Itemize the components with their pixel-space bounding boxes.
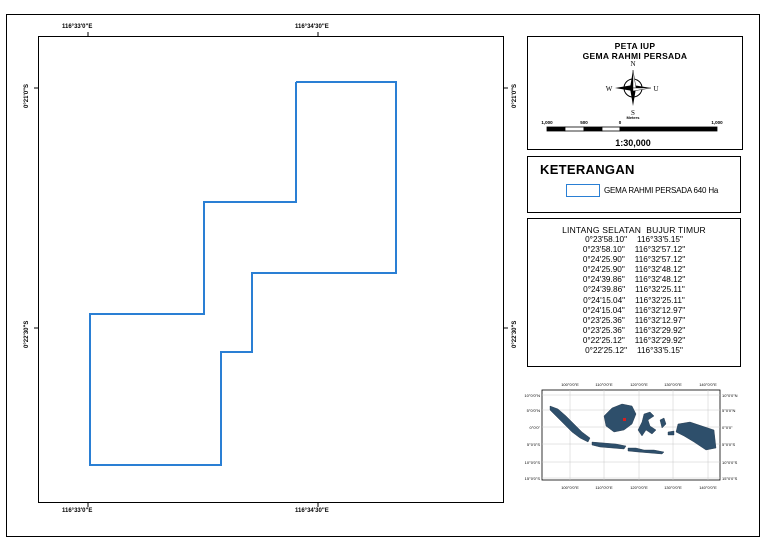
scale-tick-1: 1,000 bbox=[541, 120, 553, 125]
svg-text:120°0'0"E: 120°0'0"E bbox=[630, 485, 648, 490]
compass-n: N bbox=[630, 60, 635, 68]
coord-row: 0°24'15.04"116°32'25.11" bbox=[583, 295, 685, 305]
legend-panel: KETERANGAN GEMA RAHMI PERSADA 640 Ha bbox=[527, 156, 741, 213]
svg-text:0°0'0": 0°0'0" bbox=[530, 425, 541, 430]
svg-text:100°0'0"E: 100°0'0"E bbox=[561, 382, 579, 387]
svg-text:5°0'0"N: 5°0'0"N bbox=[527, 408, 540, 413]
scale-tick-2: 500 bbox=[580, 120, 588, 125]
location-marker-icon bbox=[623, 418, 626, 421]
coord-row: 0°23'58.10"116°32'57.12" bbox=[582, 245, 686, 255]
scale-tick-3: 0 bbox=[619, 120, 622, 125]
svg-text:110°0'0"E: 110°0'0"E bbox=[595, 485, 613, 490]
bottom-tick-label-2: 116°34'30"E bbox=[295, 508, 329, 514]
svg-text:0°0'0": 0°0'0" bbox=[722, 425, 733, 430]
compass-rose-icon bbox=[615, 69, 652, 106]
svg-text:10°0'0"S: 10°0'0"S bbox=[525, 460, 541, 465]
map-layout-frame bbox=[6, 14, 760, 537]
coord-row: 0°22'25.12"116°32'29.92" bbox=[582, 335, 686, 345]
svg-text:140°0'0"E: 140°0'0"E bbox=[699, 382, 717, 387]
iup-boundary-polygon bbox=[89, 81, 397, 466]
inset-map-svg: 100°0'0"E 110°0'0"E 120°0'0"E 130°0'0"E … bbox=[524, 382, 738, 490]
coordinates-list: 0°23'58.10"116°33'5.15" 0°23'58.10"116°3… bbox=[528, 235, 740, 356]
coord-row: 0°24'39.86"116°32'48.12" bbox=[582, 275, 686, 285]
indonesia-land bbox=[549, 403, 717, 455]
legend-boundary-swatch bbox=[566, 184, 600, 197]
svg-text:130°0'0"E: 130°0'0"E bbox=[664, 382, 682, 387]
compass-s: S bbox=[631, 109, 635, 117]
svg-text:100°0'0"E: 100°0'0"E bbox=[561, 485, 579, 490]
coord-row: 0°24'39.86"116°32'25.11" bbox=[583, 285, 685, 295]
coord-row: 0°23'58.10"116°33'5.15" bbox=[585, 235, 683, 244]
coord-row: 0°24'25.90"116°32'48.12" bbox=[582, 265, 686, 275]
svg-text:140°0'0"E: 140°0'0"E bbox=[699, 485, 717, 490]
coord-row: 0°23'25.36"116°32'12.97" bbox=[582, 315, 686, 325]
svg-text:10°0'0"N: 10°0'0"N bbox=[524, 393, 540, 398]
scale-tick-4: 1,000 bbox=[711, 120, 723, 125]
svg-text:120°0'0"E: 120°0'0"E bbox=[630, 382, 648, 387]
legend-title: KETERANGAN bbox=[540, 162, 635, 177]
svg-text:10°0'0"N: 10°0'0"N bbox=[722, 393, 738, 398]
scale-unit: Meters bbox=[627, 115, 641, 120]
top-tick-label-2: 116°34'30"E bbox=[295, 24, 329, 30]
svg-text:15°0'0"S: 15°0'0"S bbox=[722, 476, 738, 481]
svg-text:10°0'0"S: 10°0'0"S bbox=[722, 460, 738, 465]
compass-scale-svg: N S W U Meters 1,000 500 0 1,000 1:30,00… bbox=[541, 60, 723, 148]
top-tick-label-1: 116°33'0"E bbox=[62, 24, 93, 30]
scale-bar bbox=[546, 126, 718, 132]
svg-text:5°0'0"S: 5°0'0"S bbox=[722, 442, 735, 447]
svg-text:130°0'0"E: 130°0'0"E bbox=[664, 485, 682, 490]
coord-row: 0°24'15.04"116°32'12.97" bbox=[582, 305, 686, 315]
main-map-frame[interactable] bbox=[38, 36, 504, 503]
map-title-line1: PETA IUP bbox=[614, 41, 656, 51]
coord-row: 0°24'25.90"116°32'57.12" bbox=[582, 255, 686, 265]
bottom-tick-label-1: 116°33'0"E bbox=[62, 508, 93, 514]
coordinates-panel: LINTANG SELATAN BUJUR TIMUR 0°23'58.10"1… bbox=[527, 218, 741, 367]
legend-item-label: GEMA RAHMI PERSADA 640 Ha bbox=[604, 186, 719, 195]
svg-text:5°0'0"N: 5°0'0"N bbox=[722, 408, 735, 413]
svg-text:15°0'0"S: 15°0'0"S bbox=[525, 476, 541, 481]
map-title-line2: GEMA RAHMI PERSADA bbox=[582, 51, 688, 61]
scale-ratio: 1:30,000 bbox=[615, 138, 651, 148]
compass-e: U bbox=[653, 85, 658, 93]
legend-item: GEMA RAHMI PERSADA 640 Ha bbox=[566, 184, 740, 197]
svg-text:5°0'0"S: 5°0'0"S bbox=[527, 442, 540, 447]
coordinates-header: LINTANG SELATAN BUJUR TIMUR bbox=[562, 225, 706, 235]
coord-row: 0°22'25.12"116°33'5.15" bbox=[585, 346, 683, 356]
svg-text:110°0'0"E: 110°0'0"E bbox=[595, 382, 613, 387]
coord-row: 0°23'25.36"116°32'29.92" bbox=[582, 325, 686, 335]
compass-w: W bbox=[606, 85, 613, 93]
